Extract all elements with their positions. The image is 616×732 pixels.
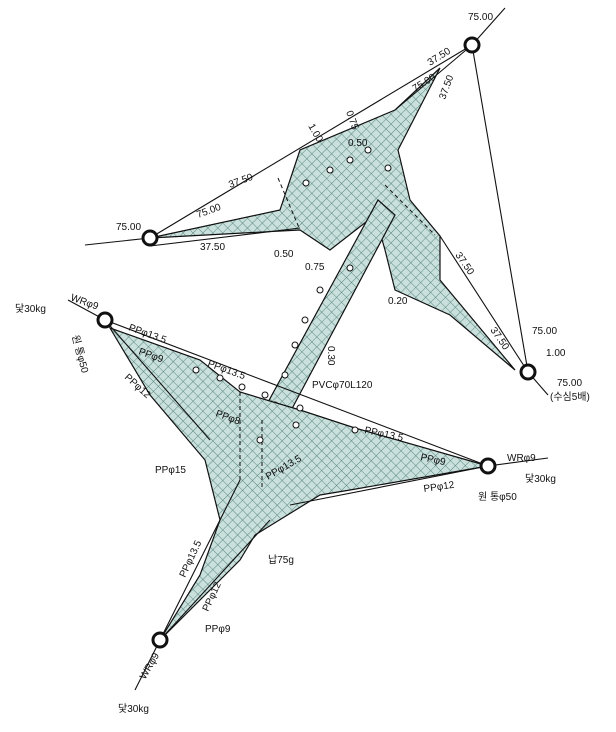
label-left-upper-37: 37.50 — [227, 172, 255, 191]
label-left-lower-37: 37.50 — [200, 242, 225, 253]
label-wr9-right: WRφ9 — [507, 453, 536, 464]
label-dim-075-bottom: 0.75 — [305, 262, 325, 273]
rope-upper-left-top — [149, 44, 473, 239]
label-anchor-30-bottom: 닻30kg — [118, 703, 149, 715]
rope-lower-right-inner — [289, 465, 489, 506]
ring-lower-bottom — [151, 631, 169, 649]
label-dim-030: 0.30 — [325, 346, 336, 366]
label-pp12-b: PPφ12 — [423, 480, 456, 495]
label-dim-050-bottom: 0.50 — [274, 249, 294, 260]
rope-upper-left-bottom — [149, 227, 301, 247]
lower-floats — [192, 366, 359, 444]
rope-lower-bottom-end — [134, 639, 161, 691]
rope-upper-right — [471, 44, 529, 373]
ring-upper-top — [463, 36, 481, 54]
label-anchor-30-left: 닻30kg — [15, 303, 46, 315]
label-pvc: PVCφ70L120 — [312, 380, 373, 391]
label-pp9-c: PPφ9 — [205, 624, 231, 635]
upper-floats — [264, 146, 392, 439]
label-wr9-left: WRφ9 — [69, 292, 100, 312]
label-seg-top-c: 37.50 — [437, 73, 456, 101]
rope-upper-top — [394, 44, 473, 111]
label-anchor-75-depth: 75.00 — [557, 378, 582, 389]
rope-lower-right-end — [487, 457, 549, 467]
label-dim-020: 0.20 — [388, 296, 408, 307]
ring-lower-right — [479, 457, 497, 475]
rope-upper-left-end — [84, 237, 151, 246]
rope-lower-bottom — [159, 479, 241, 641]
label-sinker: 납75g — [268, 554, 294, 566]
rope-lower-top — [104, 319, 489, 467]
lower-net-body — [108, 326, 489, 641]
label-right-37: 37.50 — [453, 250, 477, 277]
ring-lower-left — [96, 311, 114, 329]
label-buoy-50-left: 원 통φ50 — [69, 334, 91, 375]
label-pp9-b: PPφ9 — [419, 452, 447, 468]
label-dim-050-top: 0.50 — [348, 138, 368, 149]
upper-net-body — [149, 67, 516, 371]
label-anchor-100: 1.00 — [546, 348, 566, 359]
label-pp15: PPφ15 — [155, 465, 186, 476]
rope-lower-bottom-2 — [159, 519, 271, 641]
label-buoy-50-right: 원 통φ50 — [478, 491, 517, 503]
label-left-end-75: 75.00 — [116, 222, 141, 233]
dash-upper-a — [277, 177, 301, 231]
dash-upper-b — [384, 184, 436, 236]
lower-net: 닻30kg WRφ9 원 통φ50 PPφ13.5 PPφ9 PPφ12 PPφ… — [15, 292, 556, 715]
label-wr9-bottom: WRφ9 — [138, 651, 162, 682]
label-frame-top-right: 75.00 — [468, 12, 493, 23]
label-anchor-note: (수심5배) — [550, 391, 590, 403]
rope-lower-left-inner — [104, 319, 211, 441]
upper-net: 75.00 37.50 75.00 37.50 0.75 1.00 0.50 3… — [84, 7, 590, 466]
label-anchor-75: 75.00 — [532, 326, 557, 337]
ring-upper-left — [141, 229, 159, 247]
label-left-mid-75: 75.00 — [195, 202, 223, 221]
label-anchor-30-right: 닻30kg — [525, 473, 556, 485]
ring-upper-right — [519, 363, 537, 381]
rope-upper-right-inner — [439, 235, 529, 373]
